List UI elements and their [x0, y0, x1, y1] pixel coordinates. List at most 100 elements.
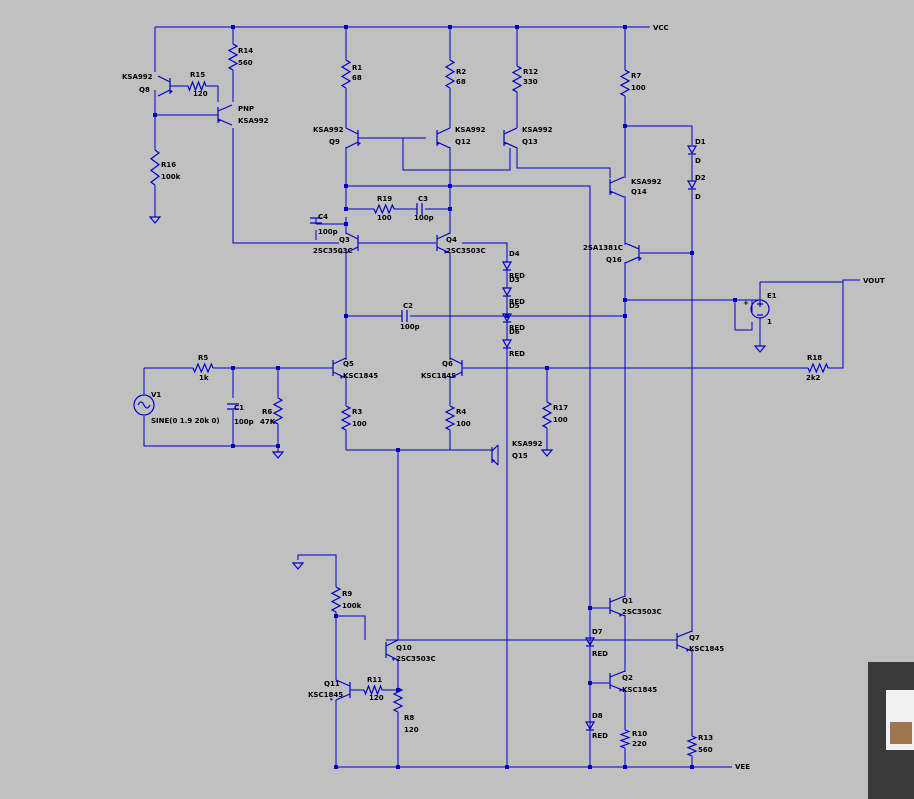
resistor-r2[interactable] [444, 59, 456, 89]
transistor-q15[interactable] [491, 444, 499, 466]
transistor-q6[interactable] [444, 357, 463, 379]
q8-model-label: KSA992 [122, 73, 153, 81]
pnp-model-label: KSA992 [238, 117, 269, 125]
r6-name-label: R6 [262, 408, 272, 416]
junction-dot [505, 314, 509, 318]
transistor-q8[interactable] [157, 75, 173, 97]
transistor-pnp[interactable] [217, 104, 233, 126]
diode-d7[interactable] [584, 637, 596, 647]
resistor-r5[interactable] [192, 362, 214, 374]
junction-dot [623, 124, 627, 128]
e1-gain-hint: + [743, 299, 749, 307]
transistor-q10[interactable] [385, 639, 399, 661]
r10-value-label: 220 [632, 740, 647, 748]
diode-d6[interactable] [501, 339, 513, 349]
r12-name-label: R12 [523, 68, 538, 76]
thumbnail-image [890, 722, 912, 744]
resistor-r10[interactable] [619, 729, 631, 749]
d5-value-label: RED [509, 324, 525, 332]
transistor-q4[interactable] [436, 232, 451, 254]
transistor-q2[interactable] [609, 670, 626, 692]
diode-d4[interactable] [501, 261, 513, 271]
ground-symbol [148, 216, 162, 224]
resistor-r18[interactable] [807, 362, 829, 374]
diode-d5[interactable] [501, 313, 513, 323]
transistor-q11[interactable] [330, 679, 351, 701]
junction-dot [690, 251, 694, 255]
net-label-vout: VOUT [863, 277, 885, 285]
diode-d2[interactable] [686, 180, 698, 190]
resistor-r6[interactable] [272, 397, 284, 425]
resistor-r1[interactable] [340, 59, 352, 89]
transistor-q1[interactable] [609, 595, 626, 617]
junction-dot [396, 688, 400, 692]
notification-thumbnail[interactable] [868, 662, 914, 799]
capacitor-c4[interactable] [310, 217, 322, 224]
q8-name-label: Q8 [139, 86, 150, 94]
r11-value-label: 120 [369, 694, 384, 702]
r14-value-label: 560 [238, 59, 253, 67]
resistor-r13[interactable] [686, 735, 698, 757]
d1-name-label: D1 [695, 138, 706, 146]
resistor-r15[interactable] [187, 80, 207, 92]
capacitor-c2[interactable] [401, 310, 408, 322]
diode-d8[interactable] [584, 721, 596, 731]
r8-value-label: 120 [404, 726, 419, 734]
net-label-vee: VEE [735, 763, 750, 771]
junction-dot [545, 366, 549, 370]
resistor-r17[interactable] [541, 401, 553, 429]
r15-value-label: 120 [193, 90, 208, 98]
junction-dot [344, 184, 348, 188]
vcvs-e1[interactable] [750, 299, 770, 319]
resistor-r9[interactable] [330, 586, 342, 613]
junction-dot [344, 314, 348, 318]
q1-name-label: Q1 [622, 597, 633, 605]
resistor-r4[interactable] [444, 405, 456, 431]
junction-dot [344, 25, 348, 29]
transistor-q14[interactable] [609, 176, 625, 198]
d3-name-label: D3 [509, 276, 520, 284]
transistor-q12[interactable] [436, 127, 451, 149]
resistor-r12[interactable] [511, 65, 523, 93]
ground-symbol [291, 562, 305, 570]
r18-name-label: R18 [807, 354, 822, 362]
r14-name-label: R14 [238, 47, 253, 55]
transistor-q13[interactable] [503, 127, 518, 149]
d8-name-label: D8 [592, 712, 603, 720]
voltage-source-v1[interactable] [133, 394, 155, 416]
q2-name-label: Q2 [622, 674, 633, 682]
junction-dot [448, 184, 452, 188]
resistor-r16[interactable] [149, 149, 161, 186]
resistor-r8[interactable] [392, 687, 404, 713]
transistor-q3[interactable] [340, 232, 359, 254]
r6-value-label: 47K [260, 418, 276, 426]
resistor-r14[interactable] [227, 43, 239, 71]
d4-value-label: RED [509, 272, 525, 280]
resistor-r19[interactable] [373, 203, 395, 215]
q3-name-label: Q3 [339, 236, 350, 244]
q1-model-label: 2SC3503C [622, 608, 662, 616]
d8-value-label: RED [592, 732, 608, 740]
transistor-q9[interactable] [345, 127, 361, 149]
resistor-r7[interactable] [619, 69, 631, 97]
capacitor-c1[interactable] [227, 403, 239, 410]
q5-model-label: KSC1845 [343, 372, 378, 380]
diode-d1[interactable] [686, 145, 698, 155]
diode-d3[interactable] [501, 287, 513, 297]
r13-value-label: 560 [698, 746, 713, 754]
transistor-q5[interactable] [332, 357, 347, 379]
pnp-type-label: PNP [238, 105, 254, 113]
transistor-q16[interactable] [624, 242, 642, 264]
wire [735, 299, 753, 331]
q5-name-label: Q5 [343, 360, 354, 368]
r19-name-label: R19 [377, 195, 392, 203]
wire [346, 185, 591, 767]
resistor-r11[interactable] [363, 684, 383, 696]
transistor-q7[interactable] [676, 630, 693, 652]
junction-dot [448, 207, 452, 211]
junction-dot [623, 25, 627, 29]
resistor-r3[interactable] [340, 405, 352, 431]
capacitor-c3[interactable] [416, 203, 423, 215]
wire [462, 279, 860, 369]
